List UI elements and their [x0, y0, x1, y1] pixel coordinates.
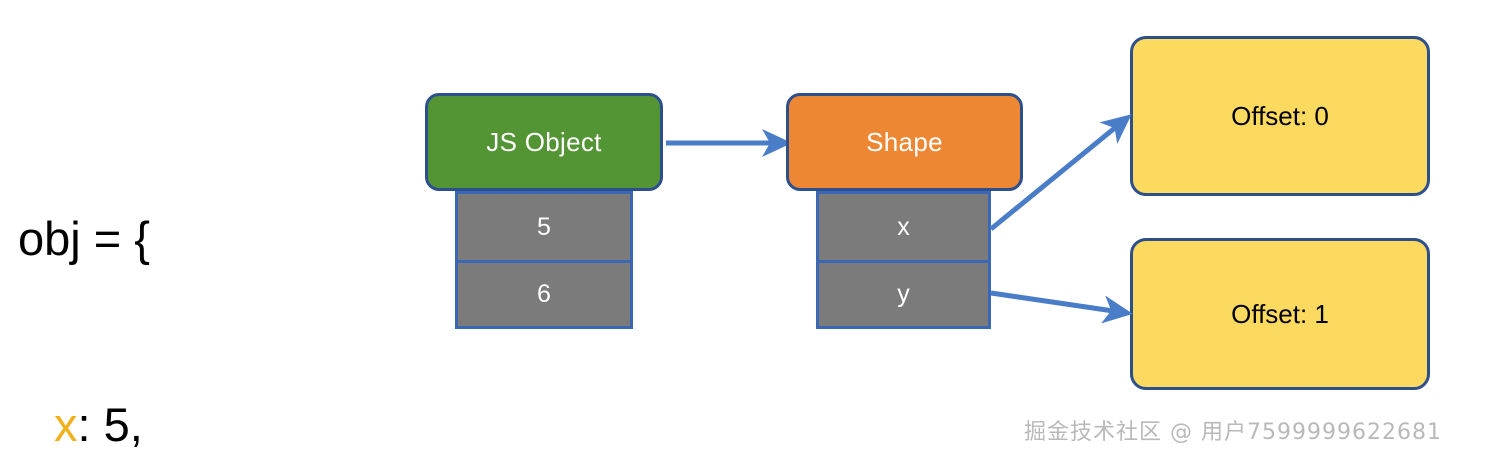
shape-slot-stack: x y — [816, 191, 991, 329]
js-object-slot-stack: 5 6 — [455, 191, 633, 329]
shape-slot-y[interactable]: y — [819, 260, 988, 326]
arrow-y-to-offset-1 — [990, 290, 1133, 324]
js-object-slot-1[interactable]: 6 — [458, 260, 630, 326]
shape-header[interactable]: Shape — [786, 93, 1023, 191]
code-key-x: x — [54, 398, 78, 451]
shape-slot-x[interactable]: x — [819, 194, 988, 260]
code-line-2: x: 5, — [18, 394, 278, 456]
code-snippet: obj = { x: 5, y: 6 } — [18, 84, 278, 460]
code-value-x: : 5, — [77, 398, 143, 451]
code-line-1: obj = { — [18, 212, 150, 265]
watermark-text: 掘金技术社区 @ 用户7599999622681 — [1024, 420, 1442, 445]
js-object-slot-0[interactable]: 5 — [458, 194, 630, 260]
js-object-header[interactable]: JS Object — [425, 93, 663, 191]
offset-box-1[interactable]: Offset: 1 — [1130, 238, 1430, 390]
offset-box-0[interactable]: Offset: 0 — [1130, 36, 1430, 196]
